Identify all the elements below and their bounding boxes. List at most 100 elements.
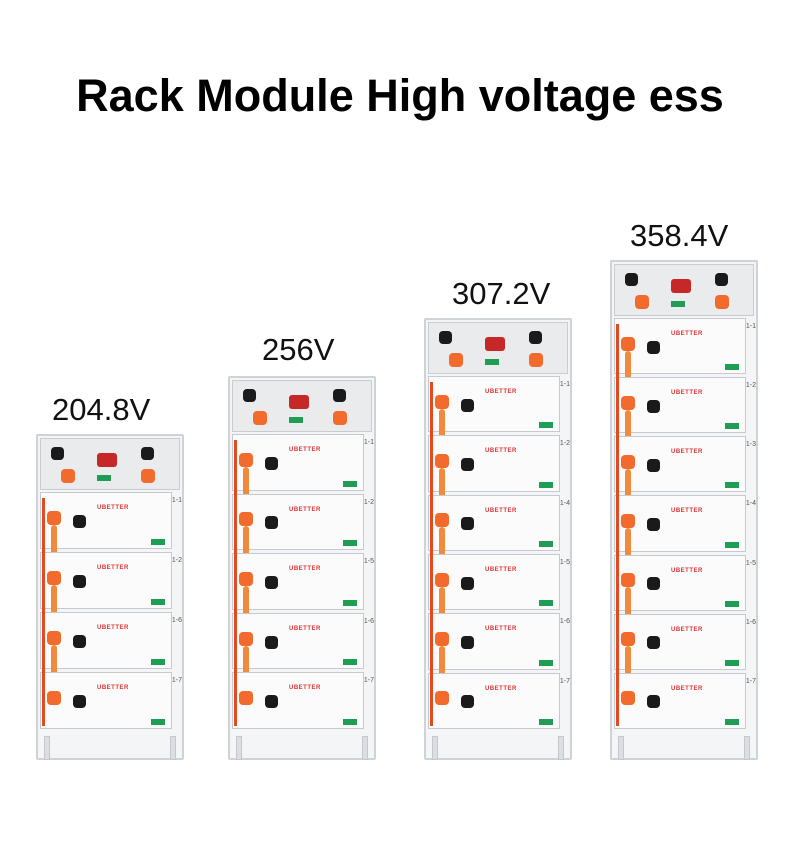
rack-4-voltage: 358.4V: [630, 218, 729, 253]
busbar-connector-icon: [243, 585, 249, 616]
brand-logo: UBETTER: [671, 390, 703, 397]
terminal-block-icon: [539, 718, 553, 725]
control-box: [232, 380, 372, 432]
module-label: 1-5: [363, 558, 374, 566]
positive-terminal-icon: [47, 571, 61, 585]
terminal-block-icon: [725, 541, 739, 548]
terminal-block-icon: [725, 600, 739, 607]
busbar-connector-icon: [243, 466, 249, 497]
module-label: 1-1: [559, 381, 570, 388]
module-label: 1-1: [171, 497, 182, 504]
terminal-icon: [439, 331, 452, 344]
terminal-block-icon: [151, 659, 165, 665]
brand-logo: UBETTER: [97, 505, 129, 511]
negative-terminal-icon: [647, 636, 660, 650]
negative-terminal-icon: [461, 695, 474, 709]
brand-logo: UBETTER: [289, 685, 321, 692]
busbar-connector-icon: [51, 525, 57, 555]
busbar-connector-icon: [625, 587, 631, 617]
busbar-connector-icon: [625, 409, 631, 440]
positive-terminal-icon: [621, 691, 635, 706]
brand-logo: UBETTER: [671, 567, 703, 574]
module-label: 1-4: [745, 500, 756, 508]
terminal-icon: [529, 353, 543, 367]
module-label: 1-4: [559, 499, 570, 507]
module-label: 1-3: [745, 441, 756, 449]
breaker-switch-icon: [671, 279, 691, 293]
positive-terminal-icon: [239, 571, 253, 586]
busbar-connector-icon: [625, 468, 631, 499]
terminal-icon: [61, 469, 75, 483]
battery-module: UBETTER 1-1: [40, 492, 182, 555]
brand-logo: UBETTER: [485, 685, 517, 692]
terminal-block-icon: [343, 718, 357, 725]
terminal-block-icon: [151, 719, 165, 725]
positive-terminal-icon: [621, 573, 635, 588]
brand-logo: UBETTER: [671, 449, 703, 456]
negative-terminal-icon: [265, 575, 278, 589]
negative-terminal-icon: [461, 457, 474, 471]
terminal-block-icon: [539, 422, 553, 429]
terminal-block-icon: [725, 364, 739, 371]
busbar-connector-icon: [243, 645, 249, 676]
positive-terminal-icon: [621, 336, 635, 351]
busbar-connector-icon: [51, 585, 57, 615]
terminal-block-icon: [725, 482, 739, 489]
rack-leg: [618, 736, 624, 760]
positive-terminal-icon: [621, 454, 635, 469]
rack-leg: [558, 736, 564, 760]
terminal-icon: [449, 353, 463, 367]
busbar-connector-icon: [243, 526, 249, 557]
brand-logo: UBETTER: [485, 448, 517, 455]
brand-logo: UBETTER: [289, 447, 321, 453]
busbar-connector-icon: [51, 645, 57, 675]
positive-terminal-icon: [435, 631, 449, 646]
terminal-icon: [253, 411, 267, 425]
brand-logo: UBETTER: [485, 567, 517, 573]
module-label: 1-6: [363, 617, 374, 625]
busbar-connector-icon: [439, 408, 445, 439]
busbar-connector-icon: [439, 586, 445, 617]
terminal-block-icon: [151, 599, 165, 605]
power-cable-icon: [430, 382, 433, 726]
negative-terminal-icon: [461, 398, 474, 412]
brand-logo: UBETTER: [97, 685, 129, 691]
terminal-block-icon: [725, 659, 739, 666]
negative-terminal-icon: [647, 340, 660, 354]
terminal-block-icon: [97, 475, 111, 481]
negative-terminal-icon: [461, 635, 474, 649]
battery-module: UBETTER 1-5: [232, 553, 374, 616]
terminal-icon: [715, 273, 728, 286]
terminal-block-icon: [343, 480, 357, 487]
battery-module: UBETTER 1-5: [428, 554, 570, 617]
negative-terminal-icon: [73, 635, 86, 648]
rack-leg: [236, 736, 242, 760]
terminal-icon: [51, 447, 64, 460]
module-label: 1-2: [745, 382, 756, 390]
positive-terminal-icon: [435, 453, 449, 468]
rack-leg: [744, 736, 750, 760]
negative-terminal-icon: [265, 456, 278, 470]
terminal-icon: [243, 389, 256, 402]
positive-terminal-icon: [239, 631, 253, 646]
negative-terminal-icon: [73, 515, 86, 528]
module-label: 1-6: [745, 618, 756, 626]
module-label: 1-5: [559, 559, 570, 566]
breaker-switch-icon: [485, 337, 505, 351]
power-cable-icon: [234, 440, 237, 726]
busbar-connector-icon: [439, 527, 445, 557]
negative-terminal-icon: [265, 695, 278, 709]
positive-terminal-icon: [239, 512, 253, 527]
brand-logo: UBETTER: [289, 566, 321, 573]
battery-module: UBETTER 1-3: [614, 436, 756, 499]
